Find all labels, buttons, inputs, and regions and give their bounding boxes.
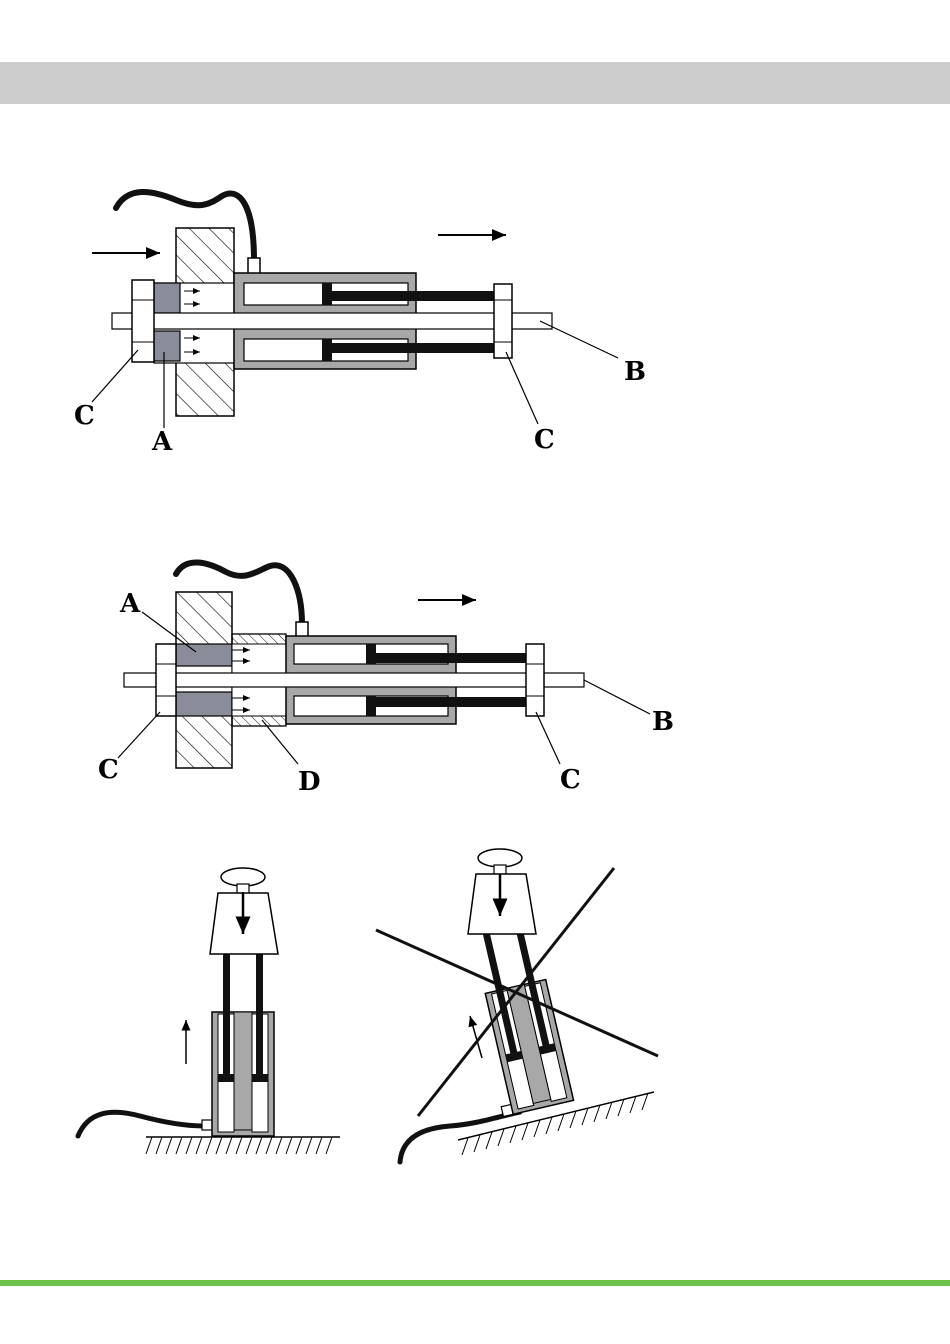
piston-rod	[374, 653, 528, 663]
figure-3-correct-vertical-load	[78, 868, 340, 1154]
label-c-left: C	[98, 755, 119, 785]
weight-knob	[221, 868, 265, 886]
label-a: A	[151, 427, 173, 457]
label-b: B	[624, 357, 646, 387]
ground-hatch	[146, 1137, 332, 1154]
figure-4-incorrect-tilted-load	[376, 849, 658, 1162]
label-b: B	[652, 707, 674, 737]
weight-block	[468, 874, 536, 934]
nut-c-right	[526, 644, 544, 716]
bearing-a	[154, 283, 180, 313]
figure-2-puller-assembly: A C D B C	[98, 562, 674, 797]
piston-rod	[223, 952, 230, 1080]
threaded-rod-b	[124, 673, 584, 687]
footer-accent-line	[0, 1280, 950, 1286]
weight-knob	[478, 849, 522, 867]
nut-c-right	[494, 284, 512, 358]
hydraulic-hose	[78, 1112, 204, 1136]
nut-c-left	[156, 644, 176, 716]
nut-c-left	[132, 280, 154, 362]
label-c-right: C	[560, 765, 581, 795]
hydraulic-hose	[400, 1112, 520, 1162]
label-c-left: C	[74, 401, 95, 431]
label-c-right: C	[534, 425, 555, 455]
piston-rod	[330, 291, 498, 301]
label-a: A	[119, 589, 141, 619]
bearing-a	[176, 644, 232, 666]
figure-1-puller-assembly: C A B C	[74, 192, 646, 457]
label-d: D	[298, 767, 321, 797]
threaded-rod-b	[112, 313, 552, 329]
